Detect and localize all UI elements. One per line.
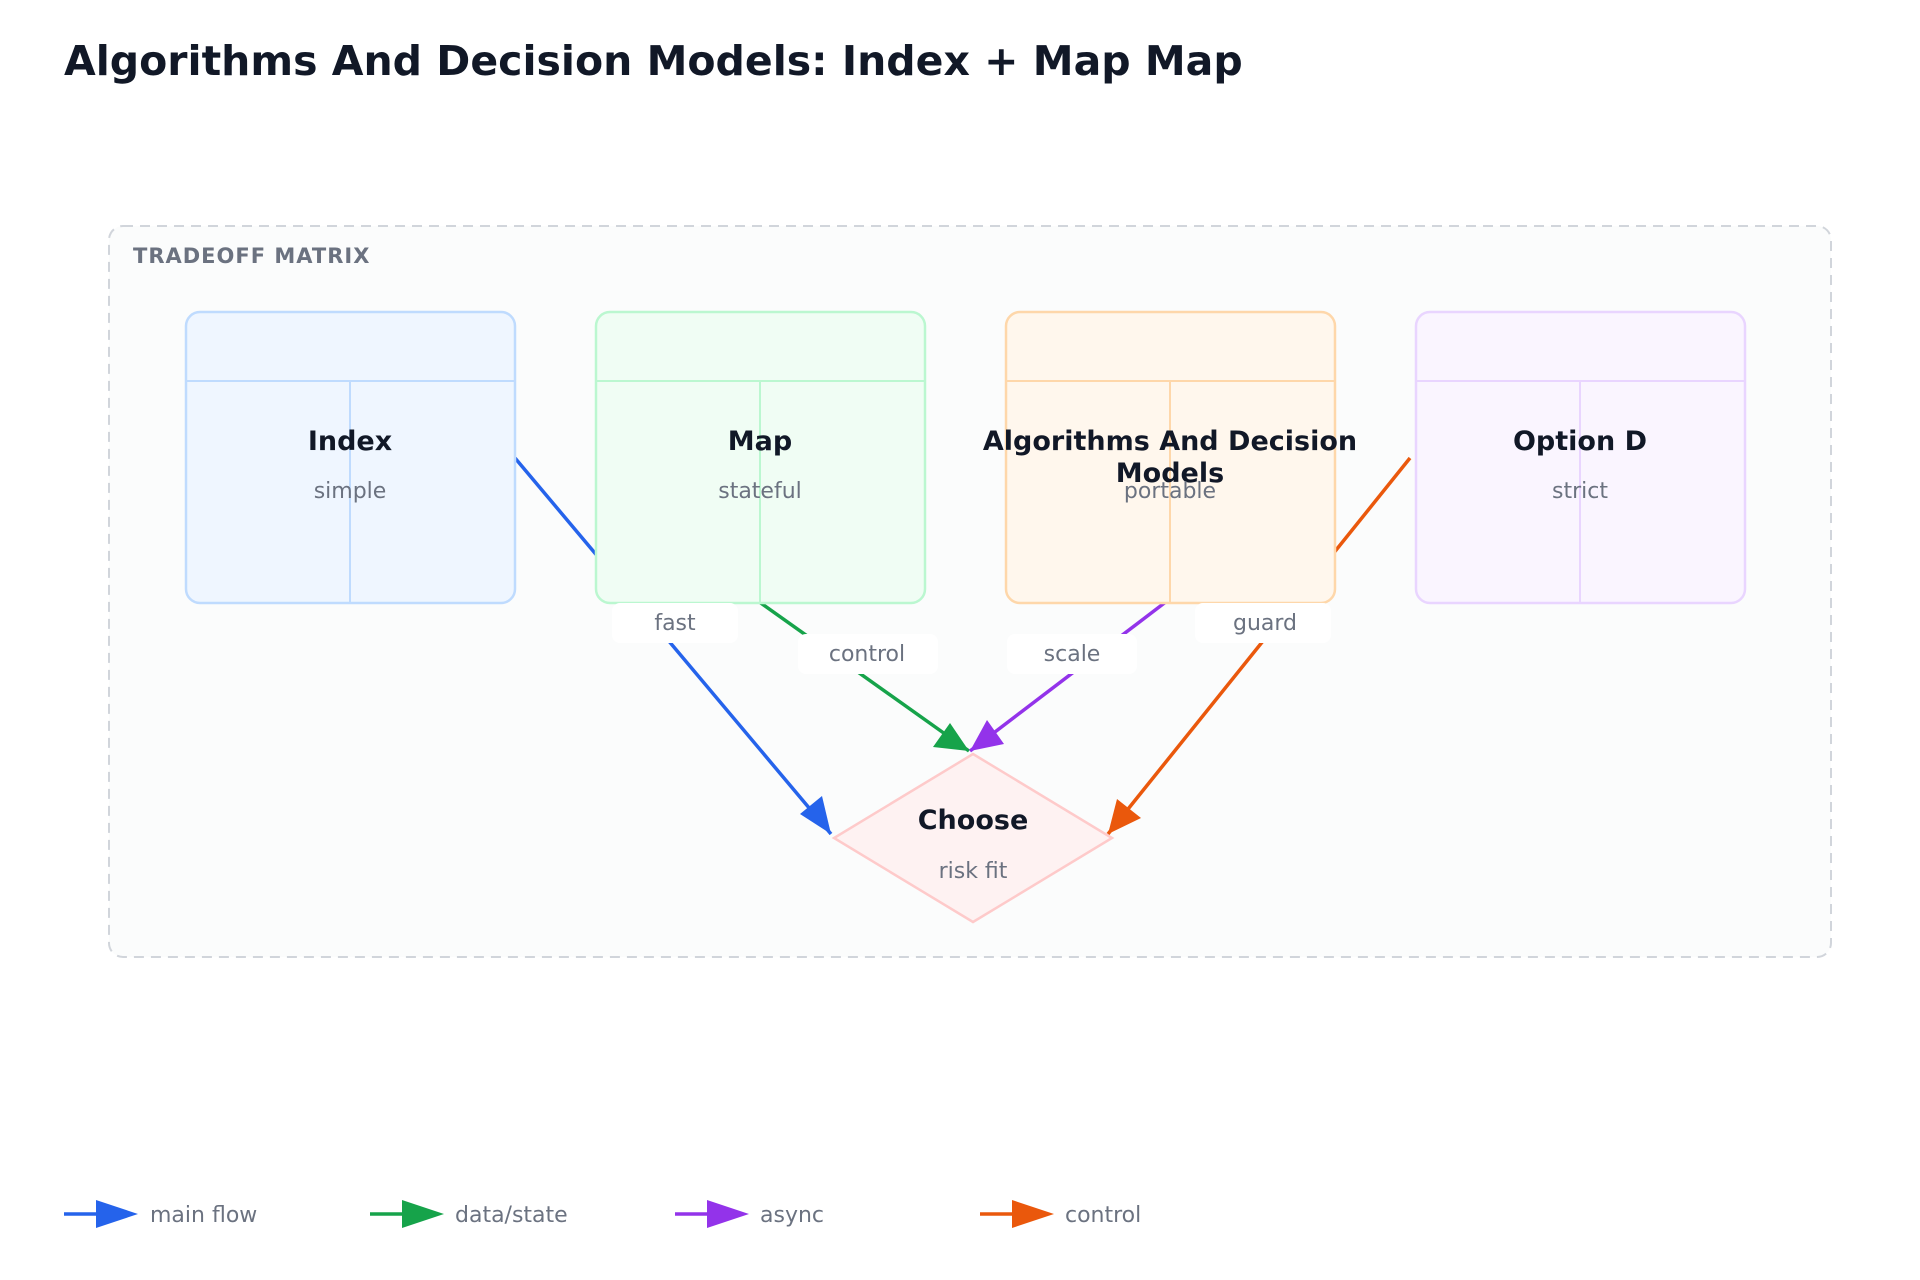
arrowhead-scale <box>970 720 1004 751</box>
edge-label-bg-control <box>798 634 938 674</box>
node-option-d-subtitle: strict <box>1552 479 1608 504</box>
decision-title: Choose <box>918 805 1029 836</box>
legend-label-main-flow: main flow <box>150 1203 257 1228</box>
legend-arrow-main-flow <box>96 1200 138 1228</box>
node-index[interactable]: Index simple <box>184 310 517 605</box>
node-map-subtitle: stateful <box>718 479 802 504</box>
decision-node-choose[interactable]: Choose risk fit <box>831 752 1115 924</box>
edge-label-control: control <box>829 642 905 667</box>
legend-item-data-state: data/state <box>370 1200 568 1228</box>
node-map[interactable]: Map stateful <box>594 310 927 605</box>
tradeoff-matrix-group <box>108 225 1832 958</box>
node-index-title: Index <box>308 426 392 457</box>
node-algorithms-title-line-2: Models <box>1116 458 1224 489</box>
node-map-title: Map <box>728 426 792 457</box>
legend-label-data-state: data/state <box>455 1203 568 1228</box>
page-title: Algorithms And Decision Models: Index + … <box>64 37 1243 85</box>
legend-item-async: async <box>675 1200 824 1228</box>
decision-subtitle: risk fit <box>939 859 1008 884</box>
legend: main flow data/state async control <box>64 1200 1141 1228</box>
edge-fast <box>513 456 833 836</box>
edge-label-fast: fast <box>654 611 696 636</box>
edge-labels: fast control scale guard <box>612 603 1331 674</box>
legend-label-async: async <box>760 1203 824 1228</box>
edge-label-guard: guard <box>1233 611 1297 636</box>
legend-item-main-flow: main flow <box>64 1200 257 1228</box>
node-algorithms[interactable]: Algorithms And Decision Models portable <box>983 310 1357 605</box>
edge-scale <box>968 599 1169 753</box>
legend-item-control: control <box>980 1200 1141 1228</box>
edge-guard <box>1106 456 1412 836</box>
arrowhead-guard <box>1108 799 1141 834</box>
legend-arrow-async <box>707 1200 749 1228</box>
legend-label-control: control <box>1065 1203 1141 1228</box>
edge-label-bg-fast <box>612 603 738 643</box>
edge-label-bg-scale <box>1007 634 1137 674</box>
edge-label-bg-guard <box>1195 603 1331 643</box>
node-algorithms-subtitle: portable <box>1124 479 1216 504</box>
node-algorithms-title-line-1: Algorithms And Decision <box>983 426 1357 457</box>
decision-diamond <box>831 752 1115 924</box>
legend-arrow-control <box>1012 1200 1054 1228</box>
node-index-subtitle: simple <box>314 479 387 504</box>
legend-arrow-data-state <box>402 1200 444 1228</box>
edges-layer <box>513 456 1412 836</box>
arrowhead-control <box>933 723 969 751</box>
edge-control <box>756 599 971 753</box>
edge-label-scale: scale <box>1044 642 1101 667</box>
node-option-d-title: Option D <box>1513 426 1647 457</box>
group-label: TRADEOFF MATRIX <box>133 244 370 268</box>
arrowhead-fast <box>800 796 831 834</box>
node-option-d[interactable]: Option D strict <box>1414 310 1747 605</box>
